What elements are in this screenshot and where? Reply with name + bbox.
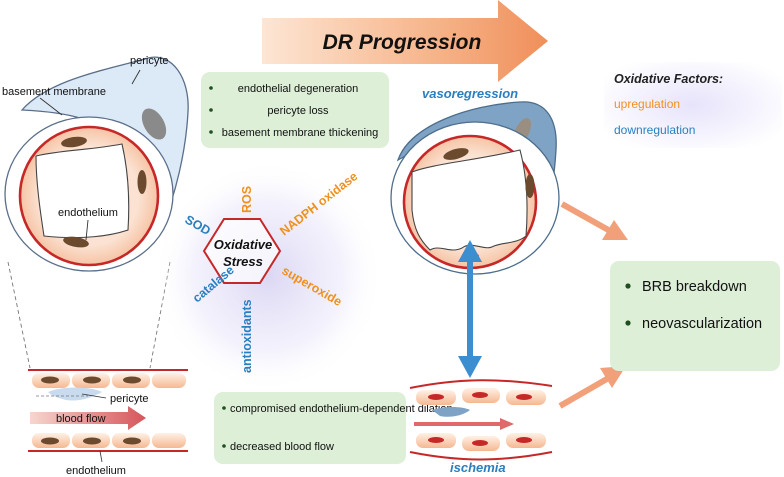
reduced-flow-arrow	[414, 418, 514, 430]
legend-title: Oxidative Factors:	[614, 72, 723, 86]
outcome-box: BRB breakdown neovascularization	[610, 261, 780, 371]
oxidative-stress-hexagon	[202, 218, 282, 284]
label-basement-membrane: basement membrane	[2, 86, 106, 98]
legend-upregulation: upregulation	[614, 97, 680, 111]
label-vasoregression: vasoregression	[422, 86, 518, 101]
legend-box: Oxidative Factors: upregulation downregu…	[604, 62, 782, 148]
label-pericyte: pericyte	[130, 55, 169, 67]
healthy-vessel-longitudinal	[28, 369, 188, 463]
zoom-guide-left	[7, 261, 31, 369]
header-title: DR Progression	[323, 31, 482, 54]
early-change-item: pericyte loss	[267, 105, 329, 117]
blood-flow-arrow	[30, 406, 146, 430]
label-endothelium: endothelium	[58, 207, 118, 219]
outcome-item: BRB breakdown	[642, 279, 747, 295]
label-small-pericyte: pericyte	[110, 393, 149, 405]
healthy-vessel-cross-section	[4, 56, 189, 272]
factor-antioxidants: antioxidants	[240, 299, 254, 373]
arrow-ischemia-to-outcome	[558, 366, 626, 409]
label-ischemia: ischemia	[450, 460, 506, 475]
early-change-item: endothelial degeneration	[238, 83, 359, 95]
small-pericyte-shape	[48, 387, 102, 401]
stress-center-line1: Oxidative	[214, 237, 273, 252]
late-change-item: compromised endothelium-dependent dilati…	[230, 403, 453, 415]
vessel-lumen	[35, 143, 130, 239]
vasoregression-lumen	[411, 149, 528, 251]
arrow-vasoregression-to-outcome	[560, 201, 628, 240]
endothelium-pointer	[85, 219, 89, 241]
basement-membrane-pointer	[39, 97, 63, 116]
early-changes-box: endothelial degeneration pericyte loss b…	[201, 72, 389, 148]
oxidative-stress-cloud: Oxidative Stress ROS NADPH oxidase super…	[153, 160, 383, 392]
late-change-item: decreased blood flow	[230, 441, 334, 453]
double-arrow	[458, 240, 482, 378]
stress-center-line2: Stress	[223, 254, 263, 269]
degenerated-vessel-cross-section	[390, 101, 560, 275]
endothelial-nucleus-bottom	[63, 236, 89, 248]
pericyte-nucleus	[141, 108, 167, 140]
endothelial-nucleus-top	[61, 136, 87, 148]
label-blood-flow: blood flow	[56, 413, 106, 425]
label-small-endothelium: endothelium	[66, 465, 126, 477]
pericyte-pointer	[131, 69, 141, 85]
progression-arrow	[262, 0, 548, 82]
early-change-item: basement membrane thickening	[222, 127, 379, 139]
late-changes-box: compromised endothelium-dependent dilati…	[214, 392, 453, 464]
outcome-item: neovascularization	[642, 316, 762, 332]
endothelial-nucleus-right	[137, 170, 147, 194]
factor-ros: ROS	[240, 186, 254, 213]
legend-downregulation: downregulation	[614, 123, 695, 137]
ischemic-vessel-longitudinal	[409, 379, 553, 461]
